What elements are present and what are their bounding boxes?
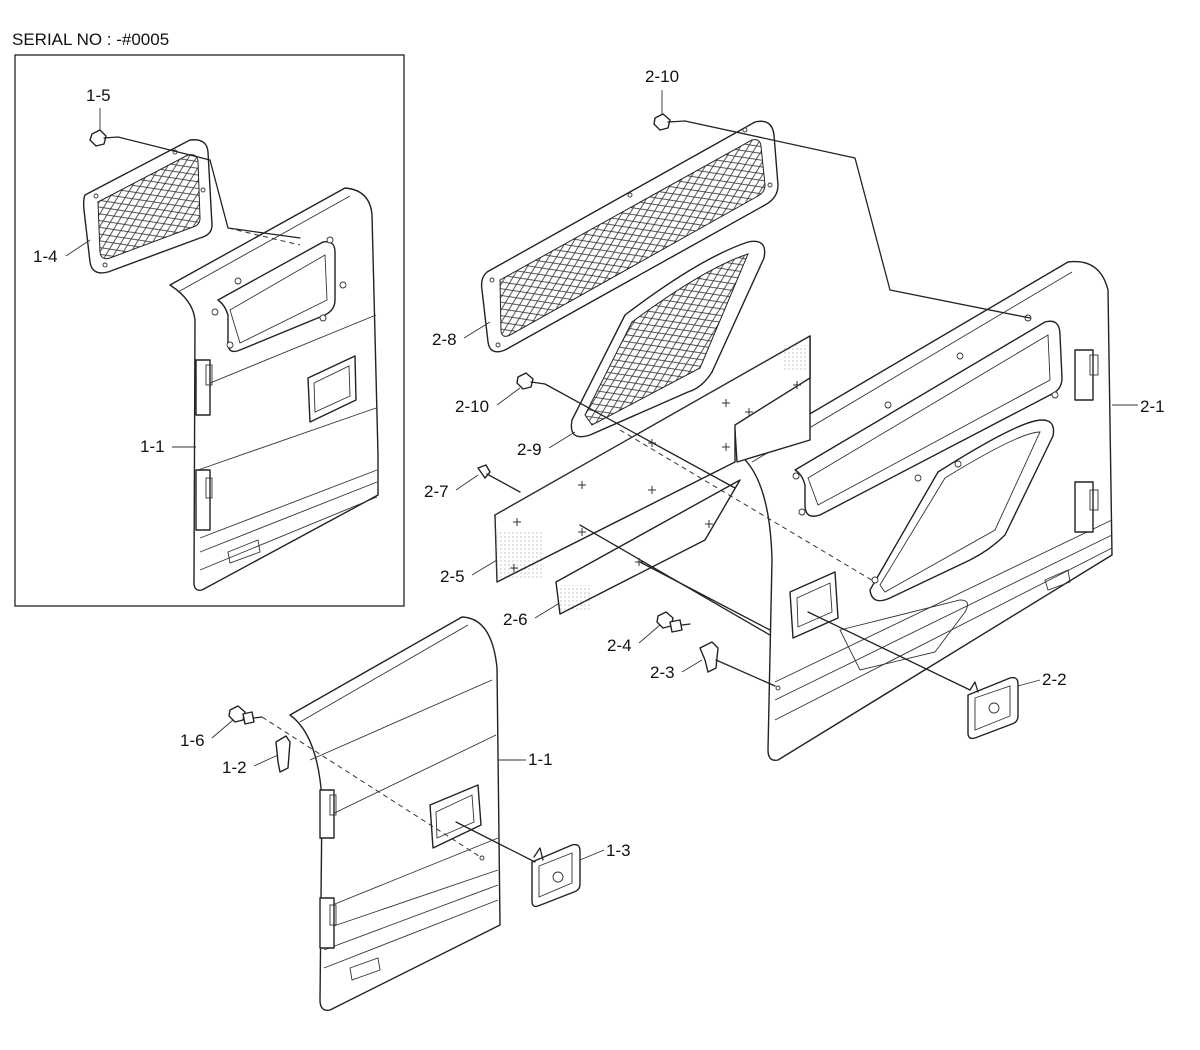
serial-number-label: SERIAL NO : -#0005 [12, 30, 170, 49]
callout-label: 1-5 [86, 86, 111, 105]
assembly-line-top-bolt [684, 120, 1031, 319]
callout-label: 1-6 [180, 731, 205, 750]
callout-label: 2-10 [455, 397, 489, 416]
assembly-line-latch-1-3 [455, 821, 536, 863]
assembly-line-latch-2-2 [807, 611, 971, 691]
callout-label: 2-8 [432, 330, 457, 349]
callout-label: 2-6 [503, 610, 528, 629]
callout-2-4: 2-4 [607, 624, 661, 655]
trim-strip-2-6 [555, 479, 741, 615]
callout-label: 2-1 [1140, 397, 1165, 416]
lower-door-panel [289, 616, 501, 1011]
bolt-2-10-top [653, 113, 686, 131]
fastener-marks [510, 381, 801, 572]
callout-2-3: 2-3 [650, 659, 703, 682]
long-grille-2-8 [480, 120, 779, 353]
callout-2-5: 2-5 [440, 559, 498, 586]
callout-1-2: 1-2 [222, 754, 279, 777]
callout-2-1: 2-1 [1112, 397, 1165, 416]
inset-frame [14, 54, 405, 607]
callout-2-2: 2-2 [1017, 670, 1067, 689]
callout-2-8: 2-8 [432, 321, 491, 349]
callout-label: 1-2 [222, 758, 247, 777]
screw-2-7 [477, 464, 521, 493]
callout-label: 1-1 [528, 750, 553, 769]
bracket-2-3 [699, 641, 719, 673]
callout-1-5: 1-5 [86, 86, 111, 130]
callout-2-9: 2-9 [517, 431, 576, 459]
dash-line-inset [227, 227, 301, 246]
latch-1-3 [531, 843, 581, 908]
callout-label: 2-2 [1042, 670, 1067, 689]
callout-1-3: 1-3 [579, 841, 631, 861]
inset-grille [82, 139, 213, 274]
callout-2-6: 2-6 [503, 603, 559, 629]
callout-2-10-top: 2-10 [645, 67, 679, 114]
inset-door-panel [169, 187, 379, 591]
callout-1-6: 1-6 [180, 719, 234, 750]
bolt-1-6 [228, 705, 263, 725]
leader-1-5-to-grille [117, 136, 301, 239]
callout-label: 2-9 [517, 440, 542, 459]
assembly-line-dashed-lower [261, 716, 483, 859]
bolt-2-10-mid [516, 372, 546, 390]
callout-label: 1-3 [606, 841, 631, 860]
callout-1-4: 1-4 [33, 239, 91, 266]
trim-strip-2-5 [494, 335, 811, 583]
callout-1-1-inset: 1-1 [140, 437, 196, 456]
callout-label: 2-10 [645, 67, 679, 86]
callout-2-7: 2-7 [424, 474, 479, 501]
inset-bolt [89, 129, 119, 147]
callout-label: 2-7 [424, 482, 449, 501]
callout-2-10-mid: 2-10 [455, 387, 521, 416]
assembly-line-bracket-2-3 [715, 659, 776, 687]
diagonal-grille-2-9 [570, 240, 766, 438]
bolt-2-4 [656, 611, 691, 633]
callout-label: 2-5 [440, 567, 465, 586]
callout-label: 2-3 [650, 663, 675, 682]
latch-2-2 [967, 676, 1019, 740]
callout-label: 1-4 [33, 247, 58, 266]
callout-1-1-main: 1-1 [498, 750, 553, 769]
assembly-line-mid-bolt [544, 383, 736, 489]
assembly-line-dashed-right [619, 429, 876, 583]
assembly-line-trim [639, 561, 771, 631]
bracket-1-2 [275, 735, 291, 773]
callout-label: 1-1 [140, 437, 165, 456]
callout-label: 2-4 [607, 636, 632, 655]
